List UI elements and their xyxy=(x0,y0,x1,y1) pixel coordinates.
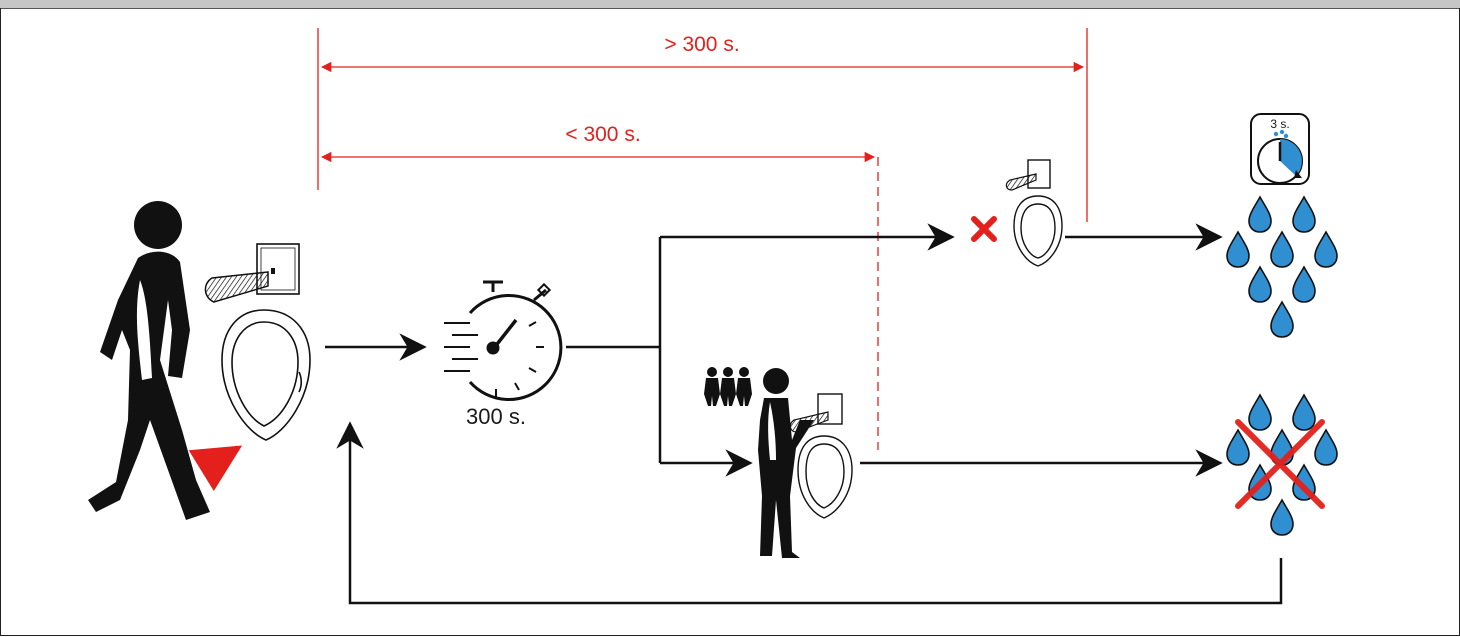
flush-timer-icon xyxy=(1250,113,1310,185)
no-user-cross-icon xyxy=(971,216,997,242)
standing-person-icon xyxy=(758,368,814,558)
small-urinal-icon xyxy=(1013,195,1063,267)
flush-duration-label: 3 s. xyxy=(1270,117,1289,131)
group-of-people-icon xyxy=(704,367,752,406)
long-interval-label: > 300 s. xyxy=(664,33,739,56)
sensor-at-urinal-icon xyxy=(789,393,843,433)
title-bar xyxy=(0,0,1460,9)
branch-lines xyxy=(336,223,1283,605)
short-interval-label: < 300 s. xyxy=(565,123,640,146)
timing-dimensions: > 300 s. < 300 s. xyxy=(317,28,1088,450)
no-flush-cross-icon xyxy=(1235,419,1325,509)
urinal-icon xyxy=(221,309,311,441)
stopwatch-icon xyxy=(444,280,563,401)
walking-person-icon xyxy=(88,201,210,520)
infrared-sensor-icon xyxy=(204,243,300,303)
timer-duration-label: 300 s. xyxy=(466,404,526,429)
water-drops-icon xyxy=(1227,197,1337,337)
urinal-in-use-icon xyxy=(797,435,853,519)
small-sensor-icon xyxy=(1005,159,1051,191)
exit-arrow-icon xyxy=(188,445,243,492)
